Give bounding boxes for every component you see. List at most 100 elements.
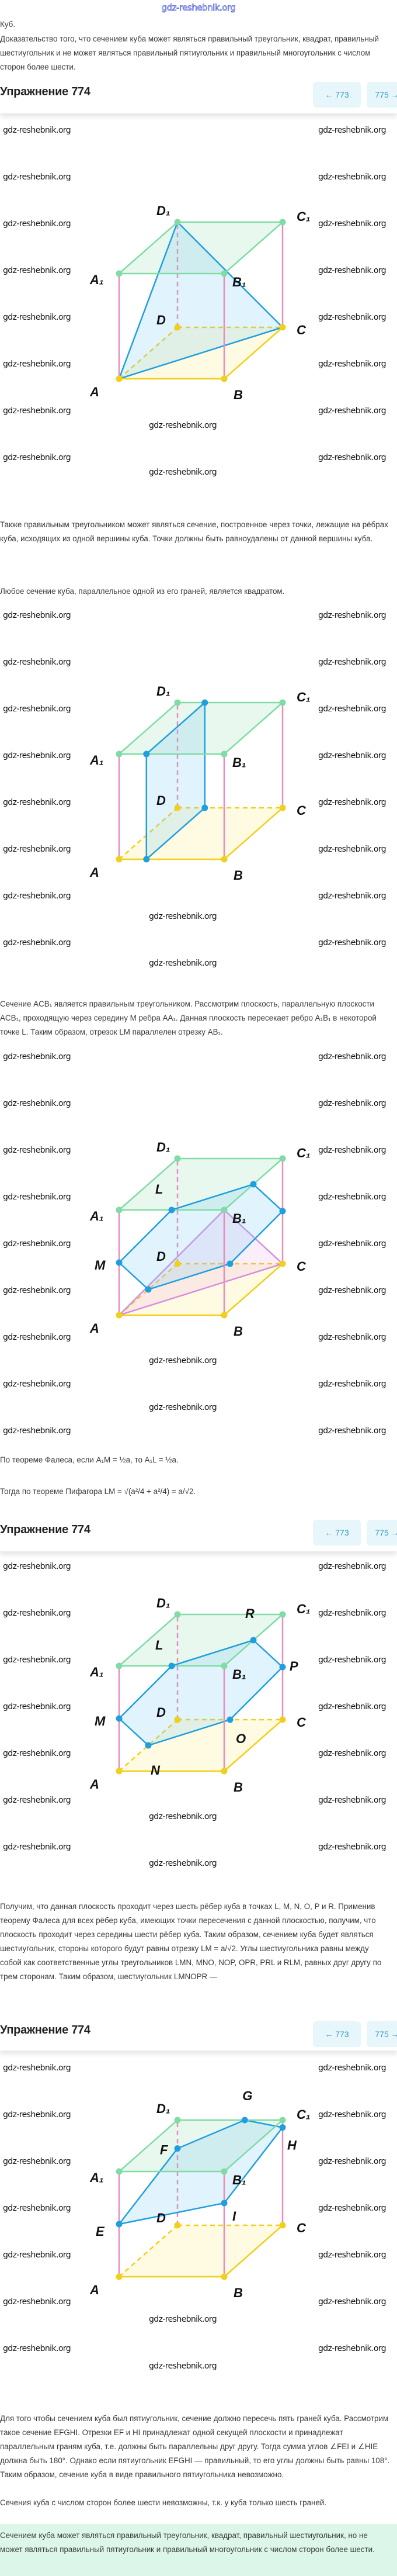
vertex-dot <box>174 699 181 706</box>
vertex-label-c: C <box>297 803 307 818</box>
next-exercise-button[interactable]: 775 → <box>367 1520 397 1545</box>
watermark: gdz-reshebnik.org <box>3 2063 71 2073</box>
section-point <box>174 2145 181 2152</box>
section-point <box>227 1260 234 1267</box>
watermark: gdz-reshebnik.org <box>318 1052 386 1061</box>
vertex-dot <box>116 1206 123 1213</box>
watermark: gdz-reshebnik.org <box>318 2110 386 2119</box>
watermark: gdz-reshebnik.org <box>318 891 386 901</box>
vertex-dot <box>174 2222 181 2229</box>
site-logo[interactable]: gdz-reshebnik.org <box>161 2 236 13</box>
section-point <box>143 856 150 863</box>
watermark: gdz-reshebnik.org <box>3 313 71 322</box>
watermark: gdz-reshebnik.org <box>149 1812 217 1821</box>
bottom-edge <box>224 1263 283 1316</box>
vertex-dot <box>174 1716 181 1723</box>
watermark: gdz-reshebnik.org <box>3 1609 71 1618</box>
top-edge <box>224 222 283 274</box>
watermark: gdz-reshebnik.org <box>3 2344 71 2353</box>
watermark: gdz-reshebnik.org <box>3 751 71 760</box>
watermark: gdz-reshebnik.org <box>318 2204 386 2213</box>
watermark: gdz-reshebnik.org <box>3 1052 71 1061</box>
sticky-header: Упражнение 774 ← 773 775 → <box>0 77 397 113</box>
vertex-dot <box>221 2168 228 2175</box>
vertex-dot <box>116 2273 123 2280</box>
hexagon-paragraph: Получим, что данная плоскость проходит ч… <box>0 1902 382 1981</box>
section-point-label-l: L <box>155 1182 163 1197</box>
watermark: gdz-reshebnik.org <box>3 1562 71 1571</box>
section-point <box>201 804 208 811</box>
vertex-label-b: B <box>234 388 243 402</box>
watermark: gdz-reshebnik.org <box>149 912 217 921</box>
watermark: gdz-reshebnik.org <box>3 658 71 667</box>
section-point <box>143 751 150 758</box>
vertex-label-a1: A₁ <box>89 753 104 767</box>
watermark: gdz-reshebnik.org <box>3 2297 71 2307</box>
watermark: gdz-reshebnik.org <box>3 704 71 714</box>
vertex-dot <box>279 2117 286 2124</box>
section-point <box>168 1206 175 1213</box>
prev-exercise-button[interactable]: ← 773 <box>313 1520 361 1545</box>
vertex-label-d1: D₁ <box>156 1596 170 1610</box>
vertex-dot <box>174 804 181 811</box>
prev-exercise-button[interactable]: ← 773 <box>313 2021 361 2047</box>
watermark: gdz-reshebnik.org <box>3 891 71 901</box>
vertex-dot <box>221 375 228 382</box>
sticky-header: Упражнение 774 ← 773 775 → <box>0 1515 397 1551</box>
more-than-six-paragraph: Сечения куба с числом сторон более шести… <box>0 2498 327 2507</box>
vertex-label-a: A <box>89 2283 99 2297</box>
watermark: gdz-reshebnik.org <box>318 359 386 369</box>
vertex-label-b: B <box>234 2285 243 2300</box>
watermark: gdz-reshebnik.org <box>3 359 71 369</box>
answer-box: Сечением куба может являться правильный … <box>0 2524 397 2576</box>
watermark: gdz-reshebnik.org <box>318 2297 386 2307</box>
watermark: gdz-reshebnik.org <box>318 2344 386 2353</box>
section-point <box>279 1208 286 1215</box>
section-point <box>168 1662 175 1669</box>
watermark: gdz-reshebnik.org <box>318 126 386 135</box>
vertex-label-c1: C₁ <box>297 1602 311 1616</box>
watermark: gdz-reshebnik.org <box>3 126 71 135</box>
triangle-paragraph: Также правильным треугольником может явл… <box>0 520 388 543</box>
vertex-dot <box>279 1155 286 1162</box>
watermark: gdz-reshebnik.org <box>3 1702 71 1711</box>
watermark: gdz-reshebnik.org <box>3 266 71 275</box>
watermark: gdz-reshebnik.org <box>3 845 71 854</box>
watermark: gdz-reshebnik.org <box>3 1286 71 1295</box>
section-point <box>279 1664 286 1671</box>
watermark: gdz-reshebnik.org <box>318 1146 386 1155</box>
pentagon-paragraph: Для того чтобы сечением куба был пятиуго… <box>0 2414 390 2479</box>
watermark: gdz-reshebnik.org <box>149 1859 217 1868</box>
watermark: gdz-reshebnik.org <box>318 938 386 948</box>
next-exercise-button[interactable]: 775 → <box>367 82 397 108</box>
watermark: gdz-reshebnik.org <box>3 1379 71 1389</box>
vertex-label-d1: D₁ <box>156 203 170 218</box>
vertex-label-a: A <box>89 865 99 880</box>
watermark: gdz-reshebnik.org <box>318 453 386 462</box>
watermark: gdz-reshebnik.org <box>3 1099 71 1108</box>
section-acb1-paragraph: Сечение ACB₁ является правильным треугол… <box>0 1000 377 1036</box>
watermark: gdz-reshebnik.org <box>3 1146 71 1155</box>
vertex-label-c: C <box>297 1259 307 1274</box>
section-point <box>250 1181 257 1188</box>
vertex-label-d1: D₁ <box>156 2101 170 2116</box>
next-exercise-button[interactable]: 775 → <box>367 2021 397 2047</box>
watermark: gdz-reshebnik.org <box>318 1655 386 1665</box>
vertex-dot <box>221 1312 228 1319</box>
vertex-dot <box>174 1155 181 1162</box>
watermark: gdz-reshebnik.org <box>318 845 386 854</box>
vertex-label-a1: A₁ <box>89 1665 104 1679</box>
section-point-label-l: L <box>155 1638 163 1652</box>
watermark: gdz-reshebnik.org <box>3 453 71 462</box>
vertex-dot <box>221 1662 228 1669</box>
section-point-label-m: M <box>95 1258 106 1273</box>
sticky-header: Упражнение 774 ← 773 775 → <box>0 2018 397 2051</box>
section-point <box>250 1637 257 1644</box>
prev-exercise-button[interactable]: ← 773 <box>313 82 361 108</box>
bottom-edge <box>224 1719 283 1772</box>
vertex-label-c1: C₁ <box>297 690 311 704</box>
vertex-label-a1: A₁ <box>89 2170 104 2185</box>
section-point <box>201 699 208 706</box>
vertex-label-b: B <box>234 1324 243 1339</box>
